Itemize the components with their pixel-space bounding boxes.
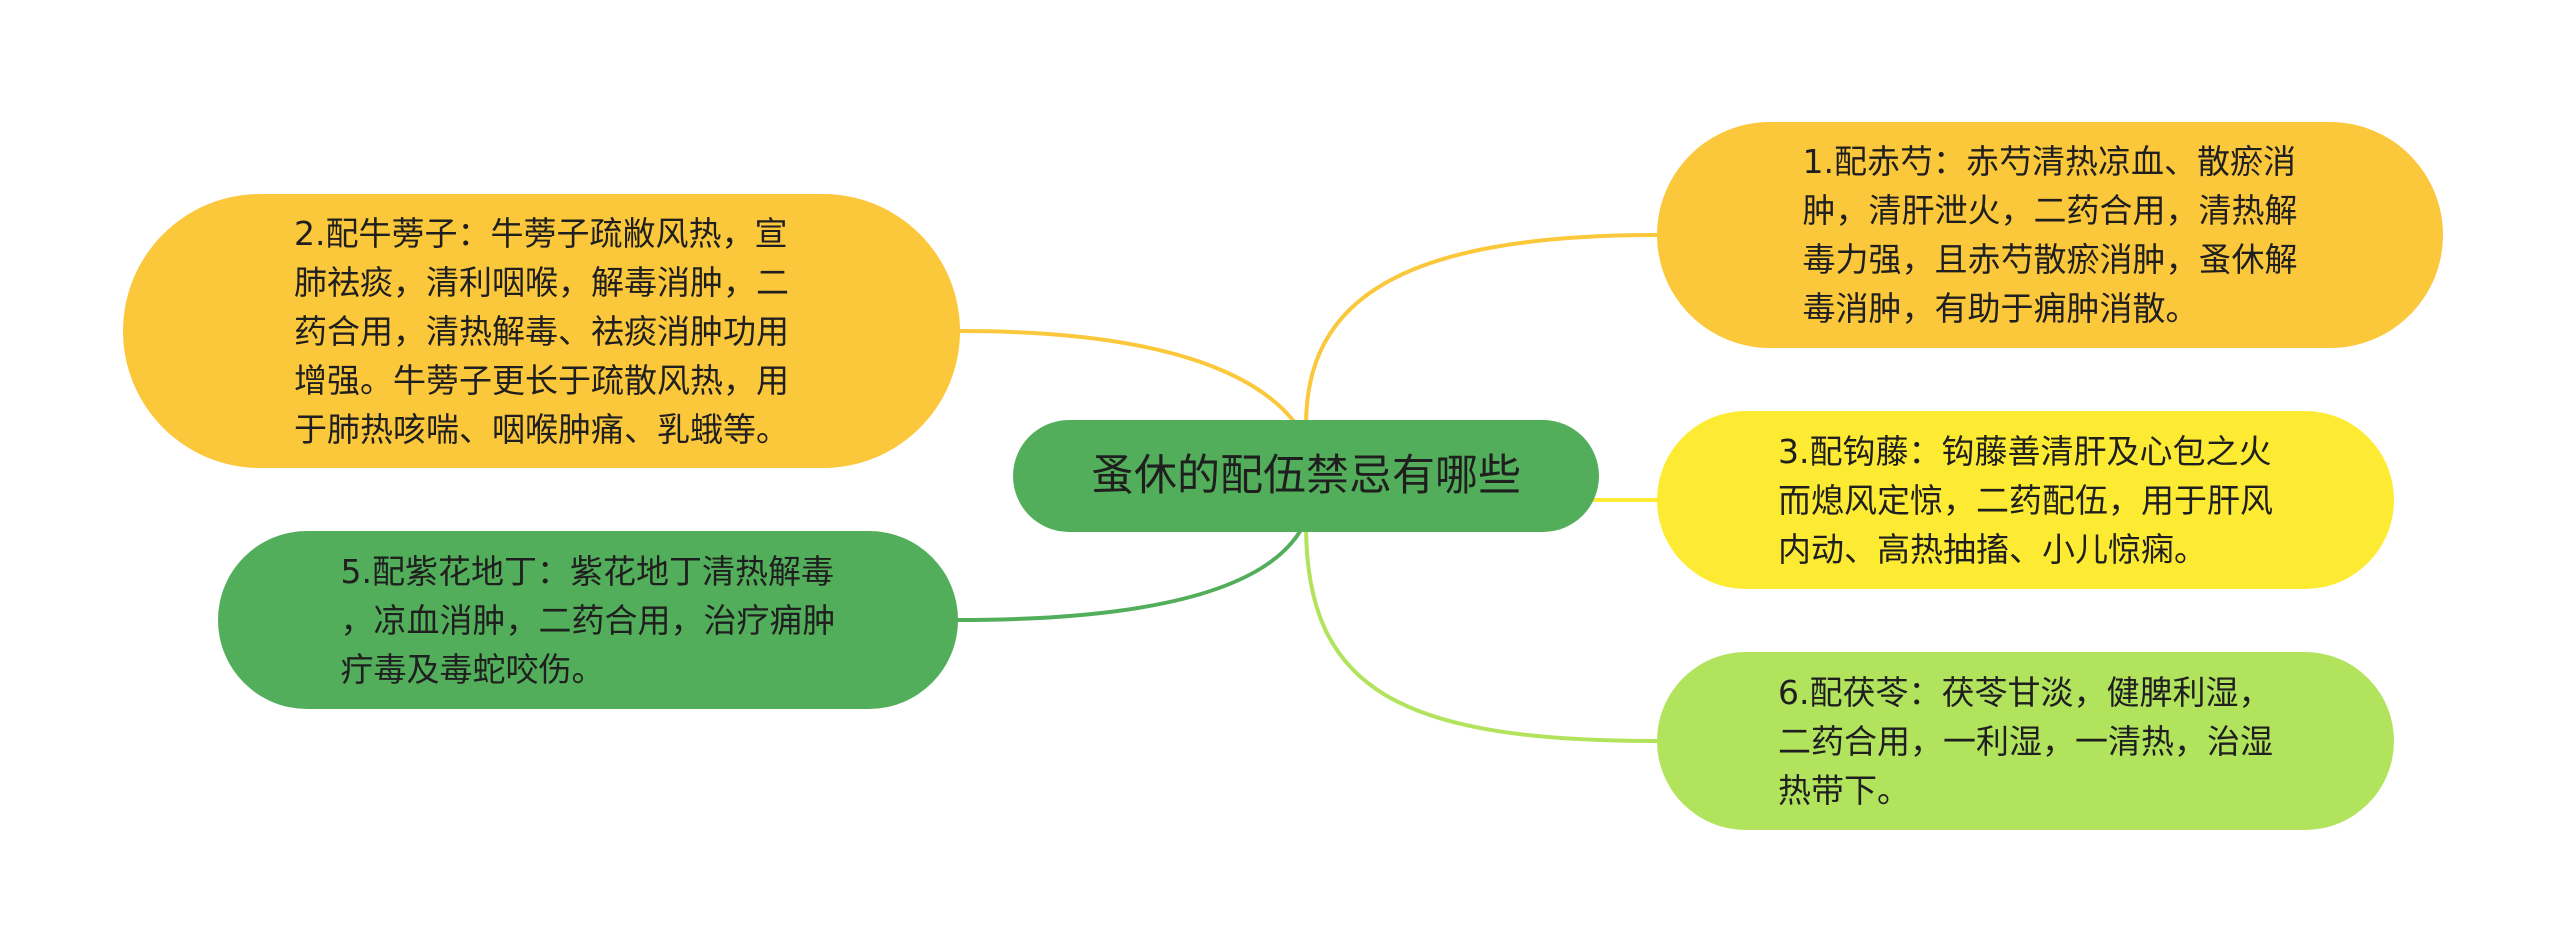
branch-item-2-label: 2.配牛蒡子：牛蒡子疏敝风热，宣 肺祛痰，清利咽喉，解毒消肿，二 药合用，清热解… — [294, 213, 789, 449]
connector-to-item-6 — [1304, 523, 1659, 743]
connector-to-item-1 — [1304, 233, 1659, 427]
branch-item-2[interactable]: 2.配牛蒡子：牛蒡子疏敝风热，宣 肺祛痰，清利咽喉，解毒消肿，二 药合用，清热解… — [123, 194, 960, 468]
branch-item-3-label: 3.配钩藤：钩藤善清肝及心包之火 而熄风定惊，二药配伍，用于肝风 内动、高热抽搐… — [1778, 431, 2273, 569]
branch-item-1[interactable]: 1.配赤芍：赤芍清热凉血、散瘀消 肿，清肝泄火，二药合用，清热解 毒力强，且赤芍… — [1657, 122, 2443, 348]
central-topic[interactable]: 蚤休的配伍禁忌有哪些 — [1013, 420, 1599, 532]
branch-item-5[interactable]: 5.配紫花地丁：紫花地丁清热解毒 ，凉血消肿，二药合用，治疗痈肿 疔毒及毒蛇咬伤… — [218, 531, 958, 709]
branch-item-5-label: 5.配紫花地丁：紫花地丁清热解毒 ，凉血消肿，二药合用，治疗痈肿 疔毒及毒蛇咬伤… — [340, 551, 836, 689]
connector-to-item-5 — [956, 518, 1308, 622]
branch-item-3[interactable]: 3.配钩藤：钩藤善清肝及心包之火 而熄风定惊，二药配伍，用于肝风 内动、高热抽搐… — [1657, 411, 2394, 589]
central-topic-label: 蚤休的配伍禁忌有哪些 — [1091, 451, 1521, 501]
connector-to-item-2 — [958, 329, 1308, 442]
branch-item-6-label: 6.配茯苓：茯苓甘淡，健脾利湿， 二药合用，一利湿，一清热，治湿 热带下。 — [1778, 672, 2273, 810]
branch-item-1-label: 1.配赤芍：赤芍清热凉血、散瘀消 肿，清肝泄火，二药合用，清热解 毒力强，且赤芍… — [1802, 142, 2298, 328]
branch-item-6[interactable]: 6.配茯苓：茯苓甘淡，健脾利湿， 二药合用，一利湿，一清热，治湿 热带下。 — [1657, 652, 2394, 830]
